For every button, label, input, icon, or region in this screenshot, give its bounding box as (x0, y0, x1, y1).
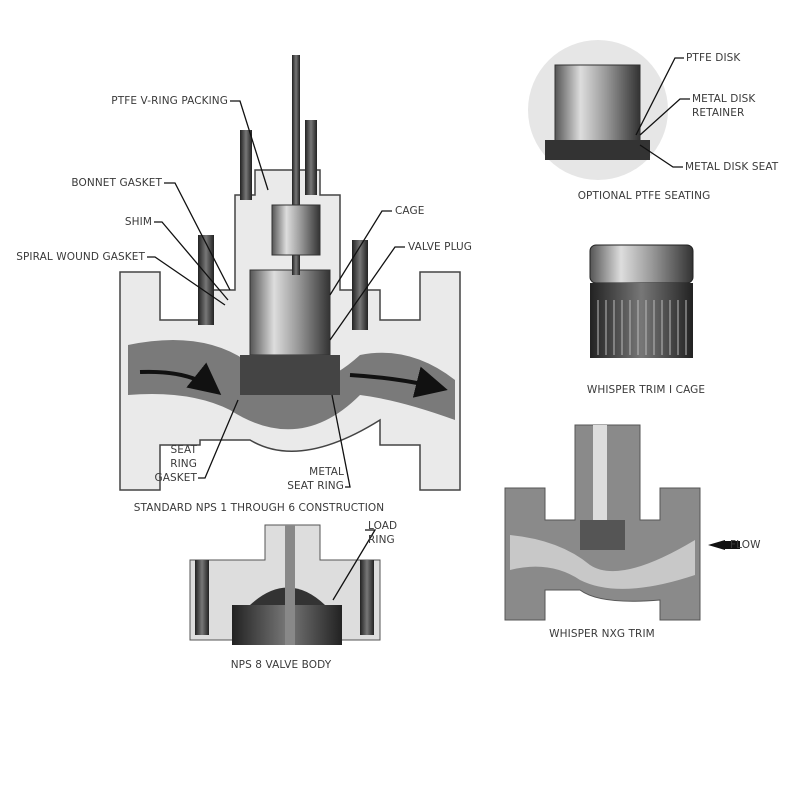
whisper-trim-cage-image (589, 244, 694, 358)
label-metal-disk-retainer: METAL DISK RETAINER (692, 92, 755, 120)
label-spiral-wound-gasket: SPIRAL WOUND GASKET (16, 251, 145, 263)
caption-whisper-nxg-trim: WHISPER NXG TRIM (549, 628, 655, 640)
label-line: RING (170, 458, 197, 470)
label-line: LOAD (368, 520, 398, 532)
label-load-ring: LOAD RING (368, 519, 397, 547)
label-bonnet-gasket: BONNET GASKET (71, 177, 162, 189)
caption-whisper-trim-cage: WHISPER TRIM I CAGE (586, 384, 706, 396)
label-valve-plug: VALVE PLUG (408, 241, 473, 253)
caption-nps8-valve-body: NPS 8 VALVE BODY (230, 659, 332, 671)
label-seat-ring-gasket: SEAT RING GASKET (154, 443, 197, 485)
main-valve-cutaway (119, 55, 461, 491)
label-ptfe-disk: PTFE DISK (686, 52, 741, 64)
main-leader-lines (147, 100, 405, 488)
label-line: GASKET (154, 472, 197, 484)
ptfe-seating-detail (528, 40, 690, 180)
label-cage: CAGE (395, 205, 425, 217)
label-line: RING (368, 534, 395, 546)
nps8-valve-body (189, 524, 381, 645)
label-line: METAL (309, 466, 344, 478)
caption-optional-ptfe-seating: OPTIONAL PTFE SEATING (577, 190, 711, 202)
label-line: METAL DISK (692, 93, 756, 105)
whisper-nxg-trim (504, 424, 740, 621)
label-line: SEAT (170, 444, 197, 456)
label-line: SEAT RING (287, 480, 344, 492)
label-metal-seat-ring: METAL SEAT RING (287, 465, 344, 493)
label-line: RETAINER (692, 107, 745, 119)
caption-standard-construction: STANDARD NPS 1 THROUGH 6 CONSTRUCTION (133, 502, 385, 514)
label-ptfe-v-ring-packing: PTFE V-RING PACKING (111, 95, 228, 107)
label-flow: FLOW (730, 539, 761, 551)
label-shim: SHIM (124, 216, 152, 228)
label-metal-disk-seat: METAL DISK SEAT (685, 161, 779, 173)
